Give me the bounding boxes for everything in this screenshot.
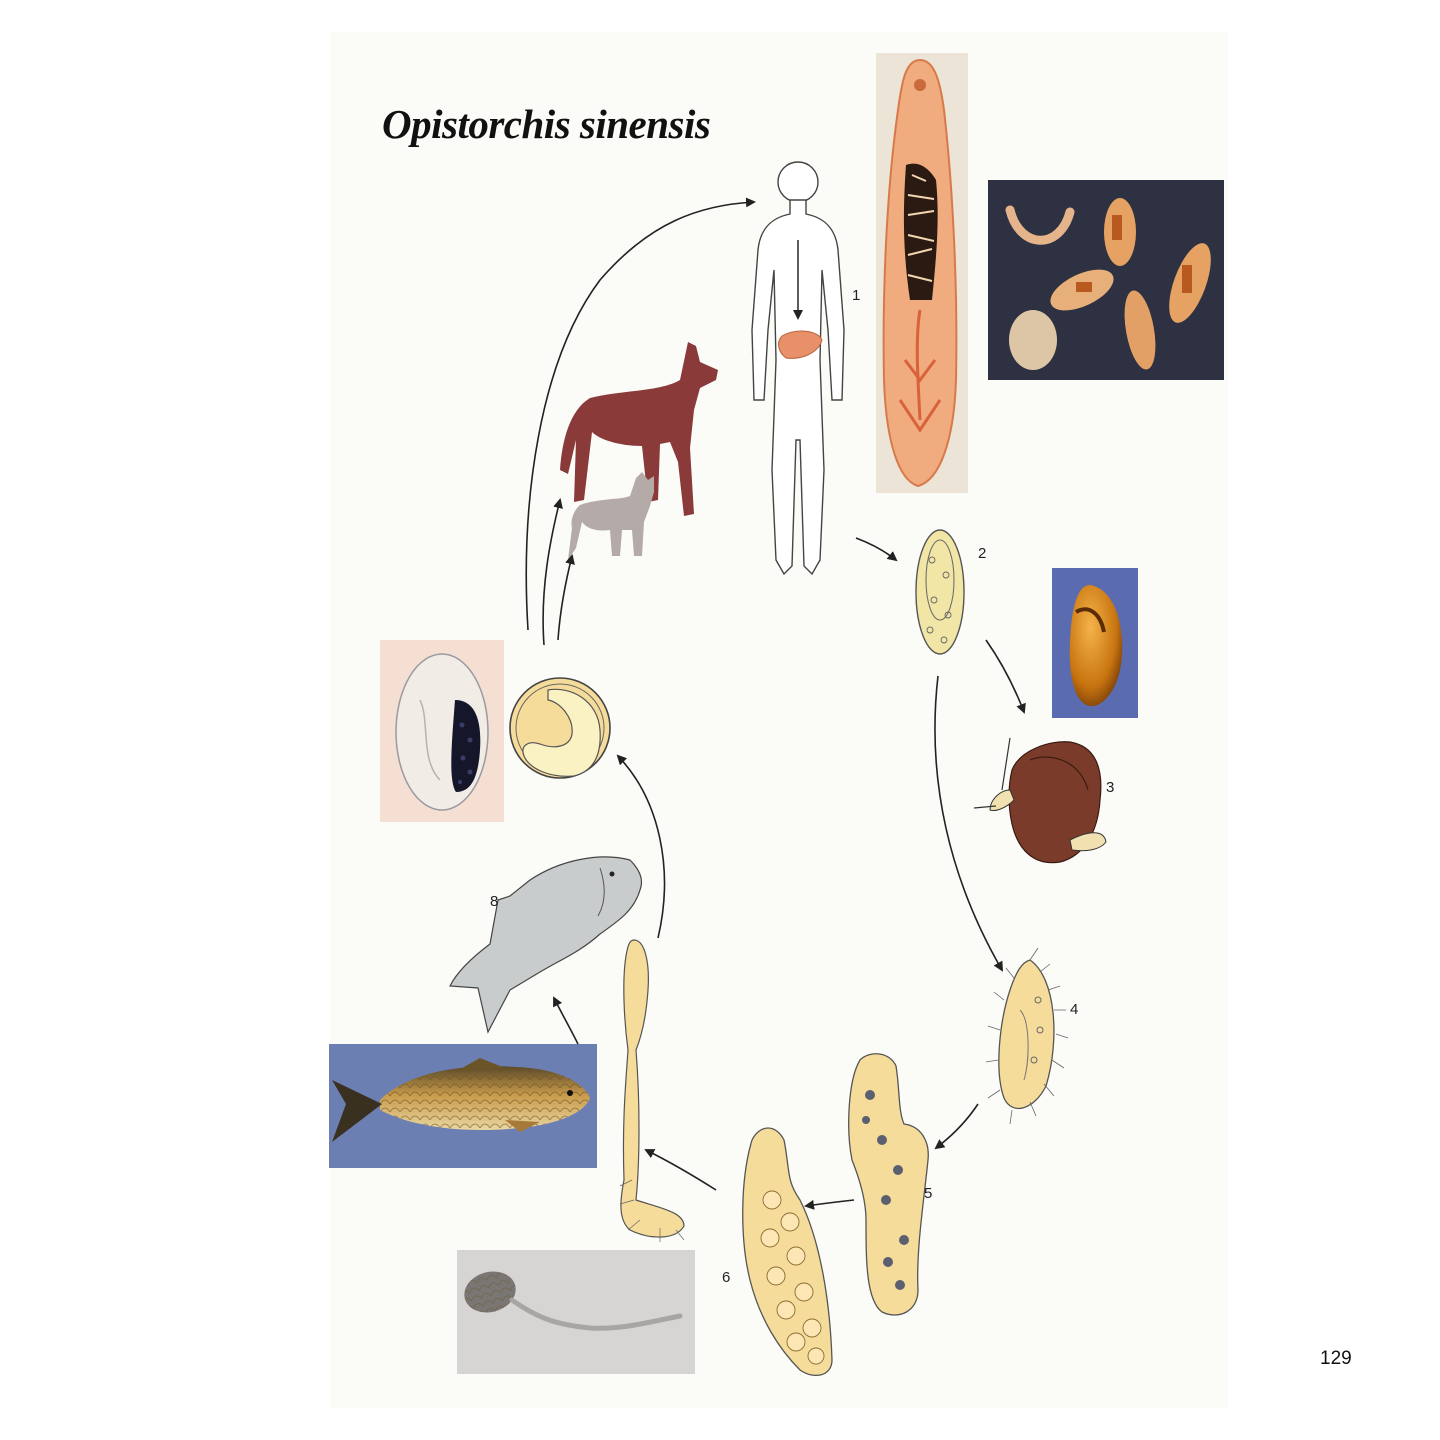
arrow-human-to-egg bbox=[855, 537, 898, 562]
stage-label-5: 5 bbox=[924, 1185, 932, 1202]
metacercaria-photo bbox=[380, 640, 504, 822]
miracidium-icon bbox=[985, 947, 1069, 1125]
arrow-redia-to-cercaria bbox=[644, 1149, 717, 1191]
stage-label-4: 4 bbox=[1070, 1001, 1078, 1018]
snail-icon bbox=[973, 737, 1107, 864]
stage-label-8: 8 bbox=[490, 893, 498, 910]
stage-label-6: 6 bbox=[722, 1269, 730, 1286]
dog-host-icon bbox=[560, 342, 718, 516]
arrow-to-human bbox=[525, 197, 756, 631]
snail-shell-photo bbox=[1052, 568, 1138, 718]
stage-label-3: 3 bbox=[1106, 779, 1114, 796]
cercaria-icon bbox=[619, 939, 685, 1242]
page-title: Opistorchis sinensis bbox=[382, 101, 711, 147]
egg-icon bbox=[915, 529, 965, 655]
arrow-miracidium-to-sporocyst bbox=[934, 1103, 979, 1150]
page-number: 129 bbox=[1320, 1348, 1352, 1369]
arrow-egg-to-miracidium bbox=[934, 675, 1004, 972]
adult-fluke-photo bbox=[876, 53, 968, 493]
stage-labels: 1 2 3 4 5 6 8 bbox=[490, 287, 1114, 1286]
adult-flukes-group-photo bbox=[988, 180, 1224, 380]
arrow-to-cat bbox=[557, 554, 575, 641]
arrow-fish-to-metacercaria bbox=[616, 754, 666, 939]
arrow-cercaria-to-fish bbox=[553, 996, 579, 1045]
arrow-to-animals bbox=[542, 498, 563, 646]
cycle-arrows bbox=[525, 197, 1026, 1210]
human-host-icon bbox=[751, 161, 845, 576]
cercaria-photo bbox=[457, 1250, 695, 1374]
arrow-egg-to-snail bbox=[985, 639, 1026, 714]
stage-label-2: 2 bbox=[978, 545, 986, 562]
carp-fish-photo bbox=[329, 1044, 597, 1168]
sporocyst-icon bbox=[848, 1053, 929, 1316]
arrow-sporocyst-to-redia bbox=[804, 1199, 855, 1210]
metacercaria-icon bbox=[509, 677, 611, 779]
fish-host-icon bbox=[449, 856, 643, 1034]
stage-label-1: 1 bbox=[852, 287, 860, 304]
cat-host-icon bbox=[568, 472, 654, 560]
redia-icon bbox=[742, 1127, 833, 1377]
